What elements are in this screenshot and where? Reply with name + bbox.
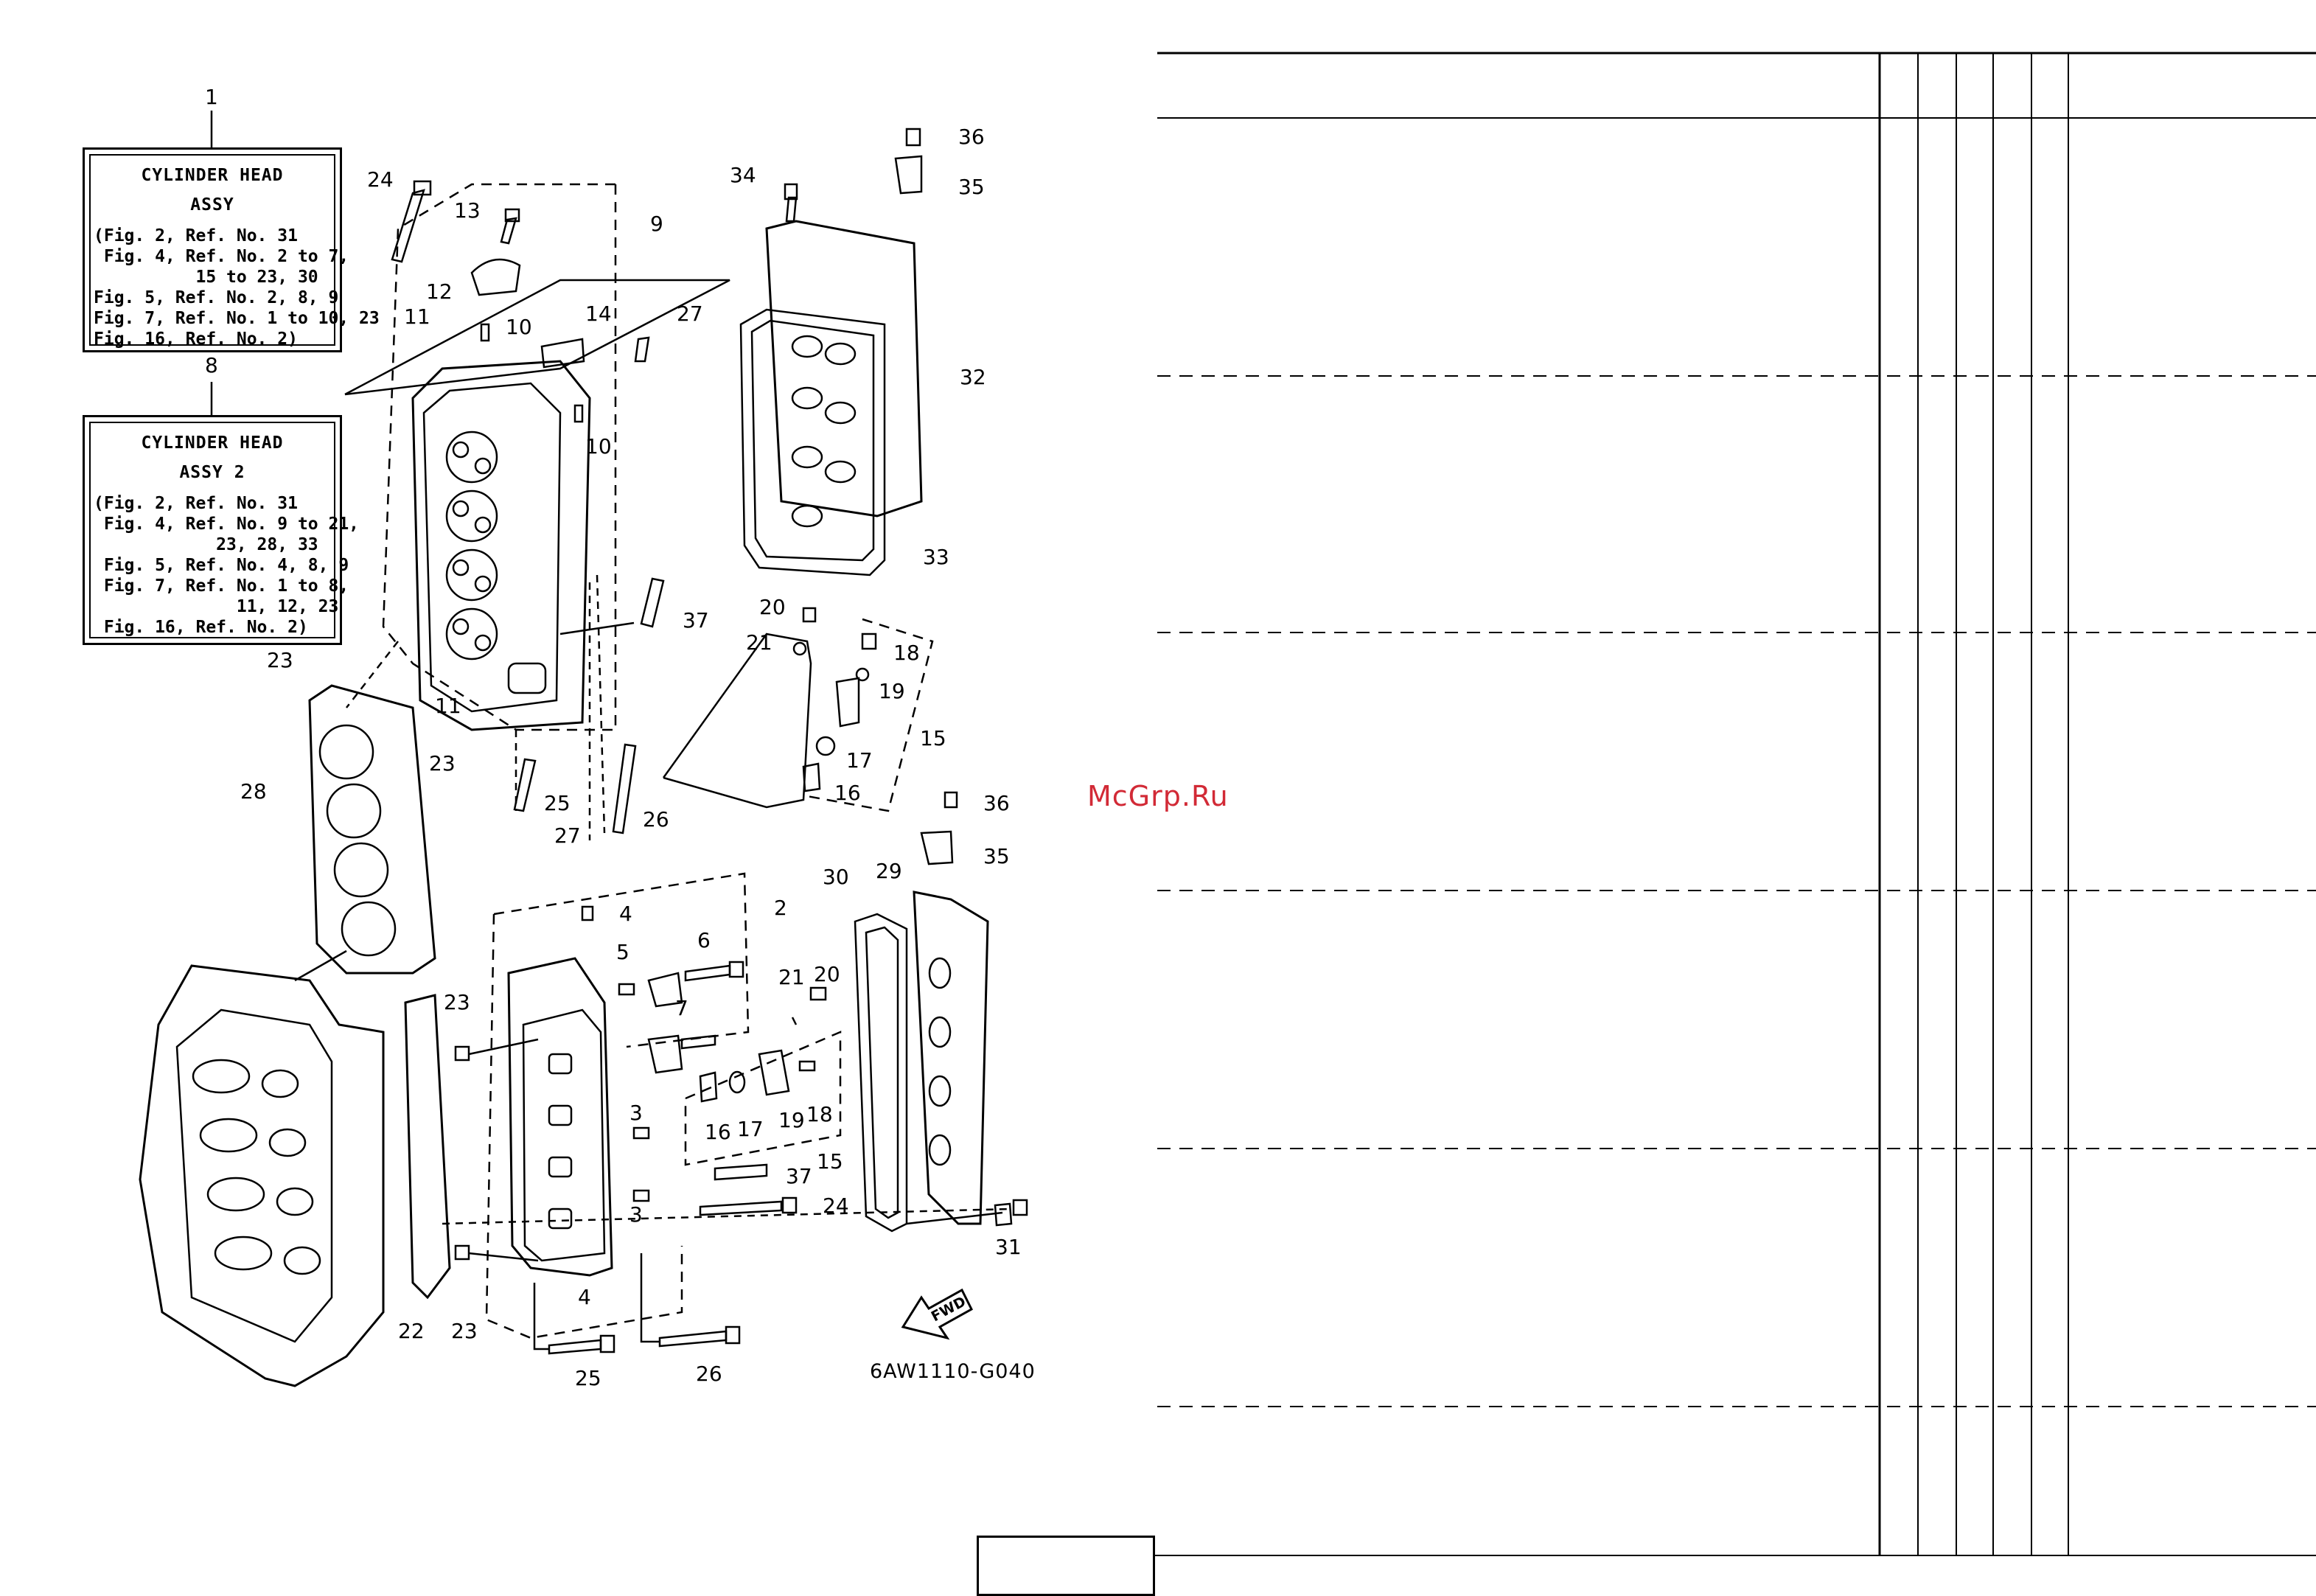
callout-label: 28 (240, 779, 267, 804)
callout-label: 4 (578, 1285, 591, 1309)
note-title-line2: ASSY 2 (179, 463, 245, 482)
callout-label: 35 (958, 175, 985, 199)
watermark-text: McGrp.Ru (1087, 780, 1229, 812)
callout-label: 15 (920, 726, 946, 750)
callout-label: 30 (823, 865, 849, 889)
diagram-code: 6AW1110-G040 (870, 1360, 1036, 1383)
note-cylinder-head-assy-2: CYLINDER HEAD ASSY 2 (Fig. 2, Ref. No. 3… (83, 415, 359, 645)
callout-label: 37 (786, 1164, 812, 1188)
callout-label: 19 (879, 679, 905, 703)
note-cylinder-head-assy: CYLINDER HEAD ASSY (Fig. 2, Ref. No. 31 … (83, 147, 380, 352)
note-line: Fig. 5, Ref. No. 2, 8, 9 (94, 288, 339, 307)
callout-label: 2 (774, 896, 787, 920)
note-line: 23, 28, 33 (94, 535, 318, 554)
callout-label: 6 (697, 928, 711, 952)
callout-label: 29 (876, 859, 902, 883)
note-line: Fig. 7, Ref. No. 1 to 8, (94, 576, 349, 596)
callout-label: 36 (983, 791, 1010, 815)
note-line: (Fig. 2, Ref. No. 31 (94, 494, 298, 513)
callout-label: 21 (746, 630, 772, 655)
callout-label: 25 (575, 1366, 601, 1390)
callout-label: 37 (683, 608, 709, 633)
note-line: 11, 12, 23 (94, 597, 339, 616)
callout-label: 10 (585, 434, 612, 459)
note-line: Fig. 4, Ref. No. 2 to 7, (94, 247, 349, 266)
callout-label: 24 (823, 1193, 849, 1218)
callout-label: 17 (846, 748, 873, 773)
page-number-box (977, 1536, 1155, 1596)
callout-label: 9 (650, 212, 663, 236)
callout-label: 27 (677, 302, 703, 326)
callout-label: 16 (834, 781, 861, 805)
callout-label: 31 (995, 1235, 1022, 1259)
note-ref-number: 1 (205, 85, 218, 109)
callout-label: 16 (705, 1120, 731, 1144)
exploded-parts-diagram (139, 111, 1028, 1387)
callout-label: 23 (451, 1319, 478, 1343)
note-line: Fig. 7, Ref. No. 1 to 10, 23 (94, 309, 380, 328)
callout-label: 24 (367, 167, 394, 192)
note-title-line2: ASSY (190, 195, 234, 215)
note-line: Fig. 16, Ref. No. 2) (94, 618, 308, 637)
callout-label: 32 (960, 365, 986, 389)
callout-label: 20 (759, 595, 786, 619)
callout-label: 15 (817, 1149, 843, 1174)
callout-label: 35 (983, 844, 1010, 868)
callout-label: 34 (730, 163, 756, 187)
callout-label: 36 (958, 125, 985, 149)
callout-label: 3 (629, 1202, 643, 1227)
callout-label: 11 (435, 694, 461, 718)
callout-label: 19 (778, 1108, 805, 1132)
callout-label: 26 (643, 807, 669, 832)
callout-label: 17 (737, 1117, 764, 1141)
callout-label: 5 (616, 940, 629, 964)
callout-label: 21 (778, 965, 805, 989)
callout-label: 18 (806, 1102, 833, 1126)
callout-label: 23 (429, 751, 456, 776)
callout-label: 26 (696, 1362, 722, 1386)
callout-label: 12 (426, 279, 453, 304)
note-line: (Fig. 2, Ref. No. 31 (94, 226, 298, 245)
note-line: 15 to 23, 30 (94, 268, 318, 287)
callout-label: 14 (585, 302, 612, 326)
callout-label: 25 (544, 791, 571, 815)
note-title-line1: CYLINDER HEAD (141, 433, 284, 453)
note-line: Fig. 4, Ref. No. 9 to 21, (94, 515, 360, 534)
callout-label: 27 (554, 823, 581, 848)
callout-label: 20 (814, 962, 840, 986)
callout-label: 23 (267, 648, 293, 672)
callout-label: 22 (398, 1319, 425, 1343)
note-ref-number: 8 (205, 353, 218, 377)
note-line: Fig. 16, Ref. No. 2) (94, 330, 298, 349)
callout-label: 13 (454, 198, 481, 223)
callout-label: 7 (675, 996, 688, 1020)
callout-label: 4 (619, 902, 632, 926)
callout-label: 11 (404, 304, 430, 329)
note-line: Fig. 5, Ref. No. 4, 8, 9 (94, 556, 349, 575)
callout-label: 18 (893, 641, 920, 665)
callout-label: 23 (444, 990, 470, 1014)
callout-label: 10 (506, 315, 532, 339)
note-title-line1: CYLINDER HEAD (141, 166, 284, 185)
callout-label: 3 (629, 1101, 643, 1125)
callout-label: 33 (923, 545, 949, 569)
